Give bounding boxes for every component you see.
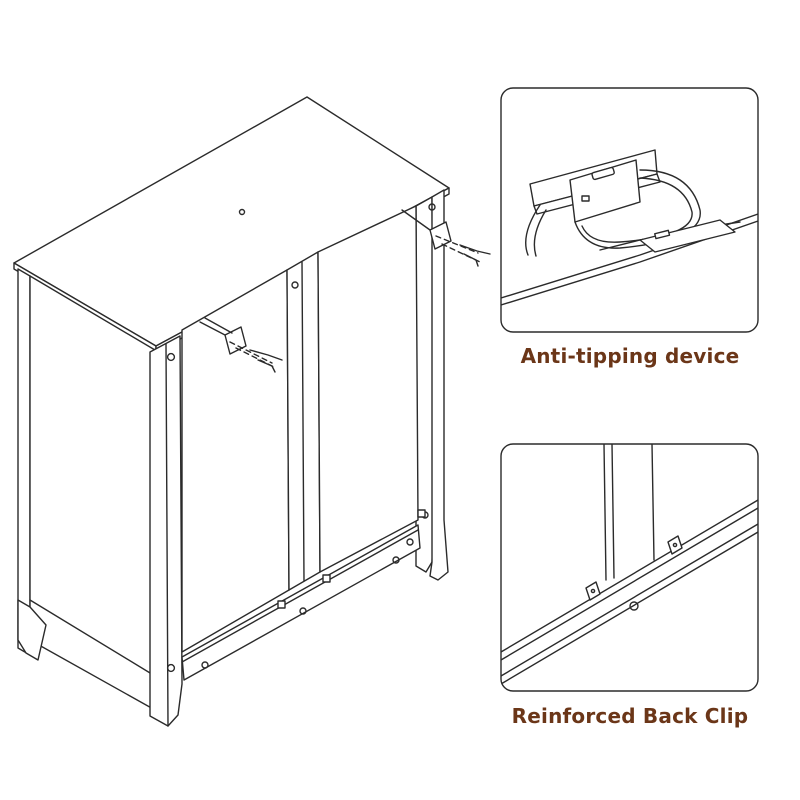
back-clip-caption: Reinforced Back Clip (511, 704, 749, 728)
back-clip-illustration (501, 444, 758, 685)
cabinet-center-divider (286, 251, 321, 591)
cabinet-bottom-rail (181, 509, 426, 681)
anti-tipping-caption: Anti-tipping device (520, 344, 740, 368)
cabinet-front-left-post (149, 335, 183, 727)
back-clip-detail-panel (500, 443, 759, 692)
anti-tipping-detail-panel (500, 87, 759, 333)
cabinet-back-frame (415, 189, 449, 581)
cabinet-right-door (317, 205, 419, 573)
cabinet-left-door (181, 269, 290, 653)
anti-tip-hardware (199, 208, 491, 373)
cabinet (13, 96, 491, 727)
cabinet-left-side (17, 268, 156, 711)
anti-tip-bracket-illustration (501, 149, 758, 306)
